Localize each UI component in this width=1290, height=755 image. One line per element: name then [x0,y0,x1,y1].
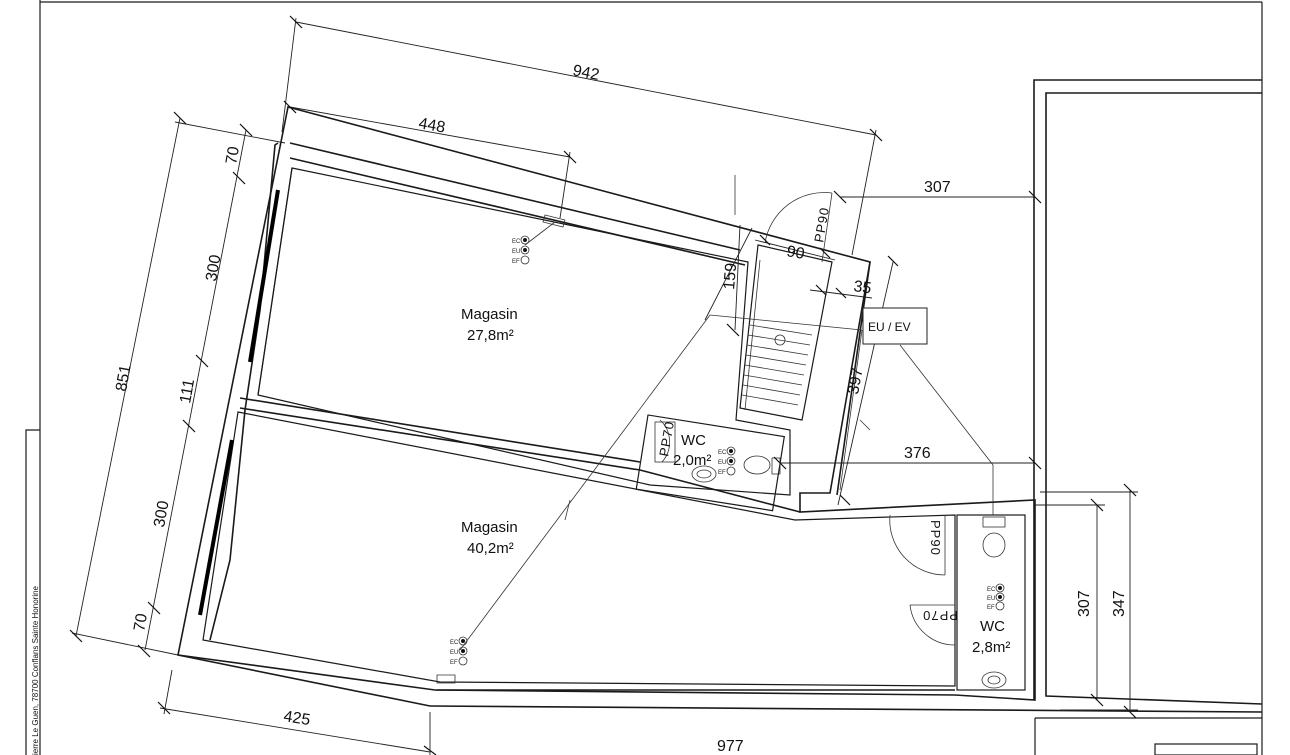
dimension-lines [69,15,1138,755]
plumbing-symbol-upper: EC EU EF [512,235,530,265]
dim-425: 425 [282,708,311,729]
plumbing-symbol-wc-small: EC EU EF [718,446,736,476]
neighbour-building [1033,79,1263,705]
dim-307-top: 307 [924,179,951,196]
dim-70-bottom: 70 [131,612,151,633]
dim-70-top: 70 [223,145,243,166]
dim-35: 35 [852,278,872,297]
svg-text:EF: EF [512,259,520,265]
door-pp90-right: PP90 [928,520,943,556]
upper-store-walls [248,167,791,496]
stairs [739,244,833,421]
dim-90: 90 [785,243,806,263]
svg-text:EC: EC [718,450,727,456]
address-text: ierre Le Guen, 78700 Conflans Sainte Hon… [31,585,40,755]
dim-300-bottom: 300 [151,499,172,528]
dim-300-top: 300 [203,253,224,282]
room-magasin-lower-name: Magasin [461,519,518,536]
dim-397: 397 [845,366,866,395]
svg-text:EF: EF [450,660,458,666]
sheet-frame [25,0,1263,755]
svg-text:EU: EU [987,596,995,602]
right-wc [956,514,1026,691]
svg-text:EC: EC [512,239,521,245]
room-wc-small-area: 2,0m² [673,452,711,469]
door-pp70-right: PP70 [922,608,958,623]
room-wc-small-name: WC [681,432,706,449]
eu-ev-label: EU / EV [868,320,911,334]
dim-307-right: 307 [1076,590,1093,617]
dim-159: 159 [721,262,740,290]
doors [734,175,956,646]
lower-store-walls [198,411,956,687]
plumbing-symbol-lower: EC EU EF [450,636,468,666]
svg-text:EC: EC [987,587,996,593]
exterior-walls [177,106,1263,713]
svg-text:EF: EF [987,605,995,611]
svg-text:EU: EU [512,249,520,255]
eu-ev-box [862,307,928,345]
dim-376: 376 [904,445,931,462]
room-wc-right-area: 2,8m² [972,639,1010,656]
dim-448: 448 [417,115,446,136]
svg-text:EU: EU [718,460,726,466]
dim-347: 347 [1111,590,1128,617]
small-wc [635,414,785,512]
room-magasin-lower-area: 40,2m² [467,540,514,557]
svg-text:EC: EC [450,640,459,646]
svg-text:EU: EU [450,650,458,656]
door-pp70-wc: PP70 [656,420,677,458]
svg-text:EF: EF [718,470,726,476]
dim-977: 977 [717,738,744,755]
room-magasin-upper-area: 27,8m² [467,327,514,344]
dim-851: 851 [113,363,134,392]
plumbing-symbol-wc-right: EC EU EF [987,583,1005,611]
room-magasin-upper-name: Magasin [461,306,518,323]
door-pp90-top: PP90 [811,206,832,244]
room-wc-right-name: WC [980,618,1005,635]
dim-942: 942 [571,62,601,84]
dim-111: 111 [177,378,198,405]
